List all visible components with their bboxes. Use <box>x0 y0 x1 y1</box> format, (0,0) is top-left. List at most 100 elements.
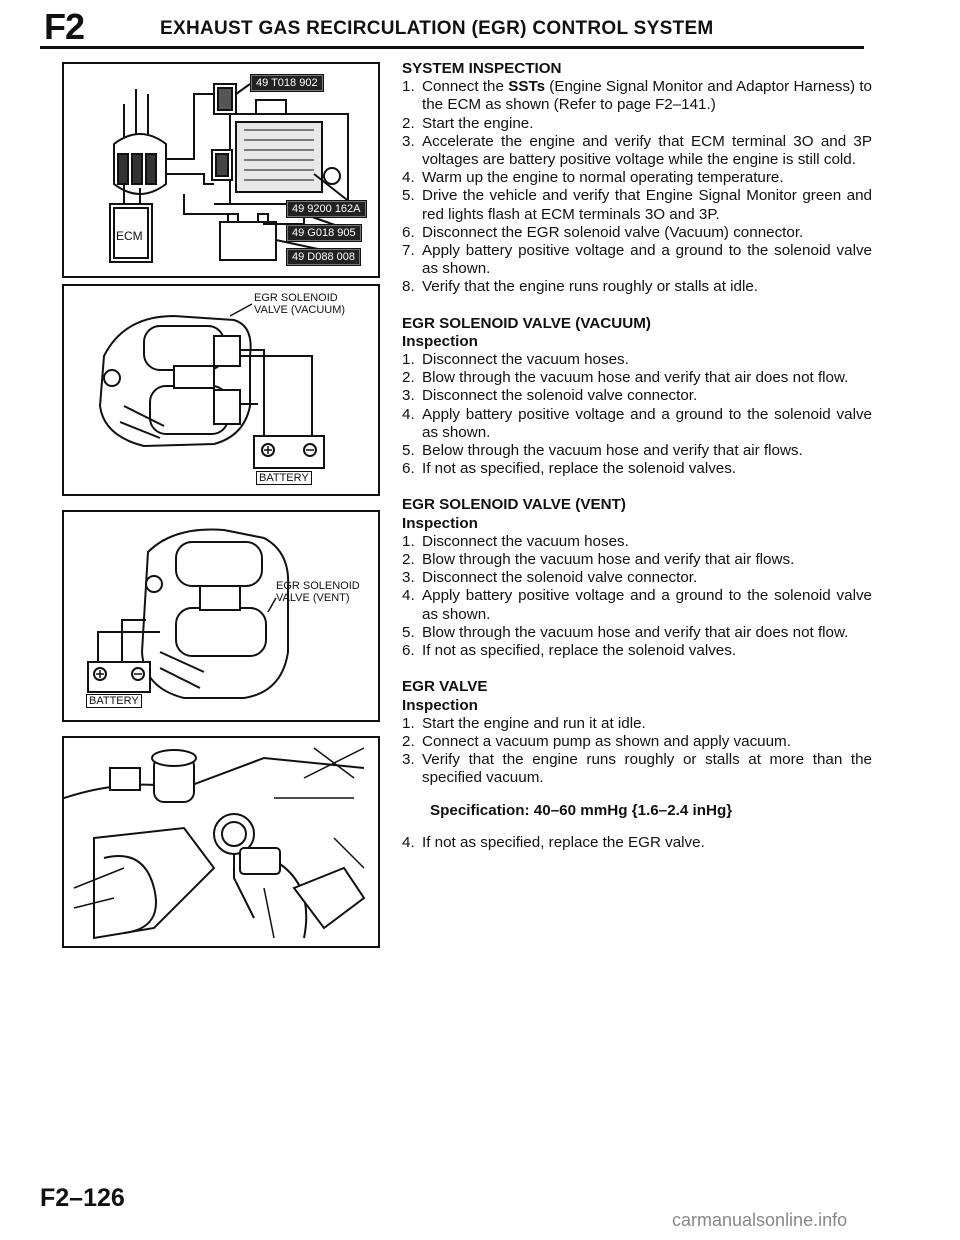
label-line-1: EGR SOLENOID <box>276 580 360 592</box>
step-text: Apply battery positive voltage and a gro… <box>422 587 872 623</box>
section-title: EGR SOLENOID VALVE (VENT) <box>402 496 626 514</box>
section-subtitle: Inspection <box>402 514 478 532</box>
step-text: Connect a vacuum pump as shown and apply… <box>422 732 791 750</box>
step-number: 4. <box>402 587 415 605</box>
step-text: Apply battery positive voltage and a gro… <box>422 242 872 278</box>
step-text: Warm up the engine to normal operating t… <box>422 169 784 187</box>
step-item: 3. Verify that the engine runs roughly or… <box>402 751 872 787</box>
step-list: 1. Start the engine and run it at idle. 2… <box>402 715 872 788</box>
step-item: 3. Accelerate the engine and verify that … <box>402 133 872 169</box>
step-text: Verify that the engine runs roughly or s… <box>422 278 759 296</box>
step-item: 3.Disconnect the solenoid valve connecto… <box>402 387 872 405</box>
step-text: Connect the <box>422 78 509 96</box>
solenoid-vent-label: EGR SOLENOID VALVE (VENT) <box>276 580 360 604</box>
step-text: Drive the vehicle and verify that Engine… <box>422 187 872 223</box>
specification: Specification: 40–60 mmHg {1.6–2.4 inHg} <box>430 801 733 819</box>
step-text: Disconnect the solenoid valve connector. <box>422 569 698 587</box>
page-header: F2 EXHAUST GAS RECIRCULATION (EGR) CONTR… <box>40 6 864 49</box>
battery-label: BATTERY <box>86 694 142 708</box>
step-number: 5. <box>402 187 415 205</box>
tag-sst-2: 49 9200 162A <box>286 200 367 218</box>
sst-connection-illustration <box>109 83 361 263</box>
step-text: If not as specified, replace the solenoi… <box>422 642 737 660</box>
solenoid-vacuum-illustration <box>98 303 325 469</box>
section-title: SYSTEM INSPECTION <box>402 60 562 77</box>
step-item: 3. Disconnect the solenoid valve connecto… <box>402 569 872 587</box>
step-number: 1. <box>402 78 415 96</box>
step-text: Accelerate the engine and verify that EC… <box>422 132 872 169</box>
step-text: Start the engine and run it at idle. <box>422 714 646 732</box>
step-number: 4. <box>402 405 415 423</box>
step-item: 7. Apply battery positive voltage and a g… <box>402 242 872 278</box>
label-line-2: VALVE (VENT) <box>276 592 350 604</box>
battery-label: BATTERY <box>256 471 312 485</box>
step-number: 8. <box>402 278 415 296</box>
step-text: Disconnect the vacuum hoses. <box>422 351 629 369</box>
step-text: Disconnect the EGR solenoid valve (Vacuu… <box>422 223 804 241</box>
step-item: 1. Start the engine and run it at idle. <box>402 715 872 733</box>
step-number: 1. <box>402 532 415 550</box>
figure-solenoid-vacuum: EGR SOLENOID VALVE (VACUUM) BATTERY <box>62 284 380 496</box>
section-system-inspection: SYSTEM INSPECTION 1. Connect the SSTs (En… <box>402 60 872 297</box>
step-item: 4. If not as specified, replace the EGR v… <box>402 834 872 852</box>
step-item: 4. Apply battery positive voltage and a g… <box>402 587 872 623</box>
figure-solenoid-vent: EGR SOLENOID VALVE (VENT) BATTERY <box>62 510 380 722</box>
step-item: 5. Drive the vehicle and verify that Engi… <box>402 187 872 223</box>
section-code: F2 <box>44 6 85 47</box>
step-item: 6.If not as specified, replace the solen… <box>402 460 872 478</box>
tag-sst-1: 49 T018 902 <box>250 74 324 92</box>
step-item: 5.Below through the vacuum hose and veri… <box>402 442 872 460</box>
step-number: 6. <box>402 460 415 478</box>
step-number: 6. <box>402 223 415 241</box>
step-number: 5. <box>402 623 415 641</box>
section-egr-valve: EGR VALVE Inspection 1. Start the engine … <box>402 678 872 852</box>
step-text: Blow through the vacuum hose and verify … <box>422 623 849 641</box>
step-item: 1.Disconnect the vacuum hoses. <box>402 351 872 369</box>
page-number: F2–126 <box>40 1184 125 1212</box>
tag-sst-3: 49 G018 905 <box>286 224 362 242</box>
step-number: 4. <box>402 169 415 187</box>
step-text: Disconnect the vacuum hoses. <box>422 532 629 550</box>
watermark-text: carmanualsonline.info <box>672 1210 848 1230</box>
egr-valve-illustration <box>64 747 366 940</box>
step-item: 8. Verify that the engine runs roughly or… <box>402 278 872 296</box>
procedure-text: SYSTEM INSPECTION 1. Connect the SSTs (En… <box>402 60 872 870</box>
step-number: 1. <box>402 714 415 732</box>
step-number: 3. <box>402 132 415 150</box>
label-line-1: EGR SOLENOID <box>254 292 338 304</box>
step-list: 1. Connect the SSTs (Engine Signal Monito… <box>402 78 872 296</box>
solenoid-vacuum-label: EGR SOLENOID VALVE (VACUUM) <box>254 292 345 316</box>
step-number: 7. <box>402 242 415 260</box>
step-item: 1. Disconnect the vacuum hoses. <box>402 533 872 551</box>
step-text: Blow through the vacuum hose and verify … <box>422 369 849 387</box>
step-number: 2. <box>402 732 415 750</box>
section-title: EGR VALVE <box>402 678 488 696</box>
step-list: 1.Disconnect the vacuum hoses. 2.Blow th… <box>402 533 872 660</box>
step-number: 3. <box>402 751 415 769</box>
step-item: 2. Connect a vacuum pump as shown and app… <box>402 733 872 751</box>
step-text: (Engine Signal Monitor and Adaptor Harne… <box>422 78 872 114</box>
step-item: 5. Blow through the vacuum hose and verif… <box>402 624 872 642</box>
figure-egr-valve-vacuum-pump <box>62 736 380 948</box>
section-title: EGR SOLENOID VALVE (VACUUM) <box>402 314 651 332</box>
step-text: Apply battery positive voltage and a gro… <box>422 405 872 441</box>
step-text: Verify that the engine runs roughly or s… <box>422 751 872 787</box>
step-bold: SSTs <box>508 78 546 96</box>
figure-sst-connection: ECM 49 T018 902 49 9200 162A 49 G018 905… <box>62 62 380 278</box>
step-item: 6. If not as specified, replace the solen… <box>402 642 872 660</box>
label-line-2: VALVE (VACUUM) <box>254 304 346 316</box>
page-title: EXHAUST GAS RECIRCULATION (EGR) CONTROL … <box>160 18 714 39</box>
step-number: 6. <box>402 642 415 660</box>
section-egr-solenoid-vent: EGR SOLENOID VALVE (VENT) Inspection 1. D… <box>402 496 872 660</box>
solenoid-vent-illustration <box>87 528 290 699</box>
section-subtitle: Inspection <box>402 696 478 714</box>
step-text: If not as specified, replace the EGR val… <box>422 833 705 851</box>
step-item: 1. Connect the SSTs (Engine Signal Monito… <box>402 78 872 114</box>
step-text: Disconnect the solenoid valve connector. <box>422 387 698 405</box>
step-number: 3. <box>402 569 415 587</box>
step-number: 4. <box>402 833 415 851</box>
tag-sst-4: 49 D088 008 <box>286 248 361 266</box>
step-item: 6. Disconnect the EGR solenoid valve (Vac… <box>402 224 872 242</box>
step-item: 2.Start the engine. <box>402 115 872 133</box>
section-egr-solenoid-vacuum: EGR SOLENOID VALVE (VACUUM) Inspection 1… <box>402 315 872 479</box>
